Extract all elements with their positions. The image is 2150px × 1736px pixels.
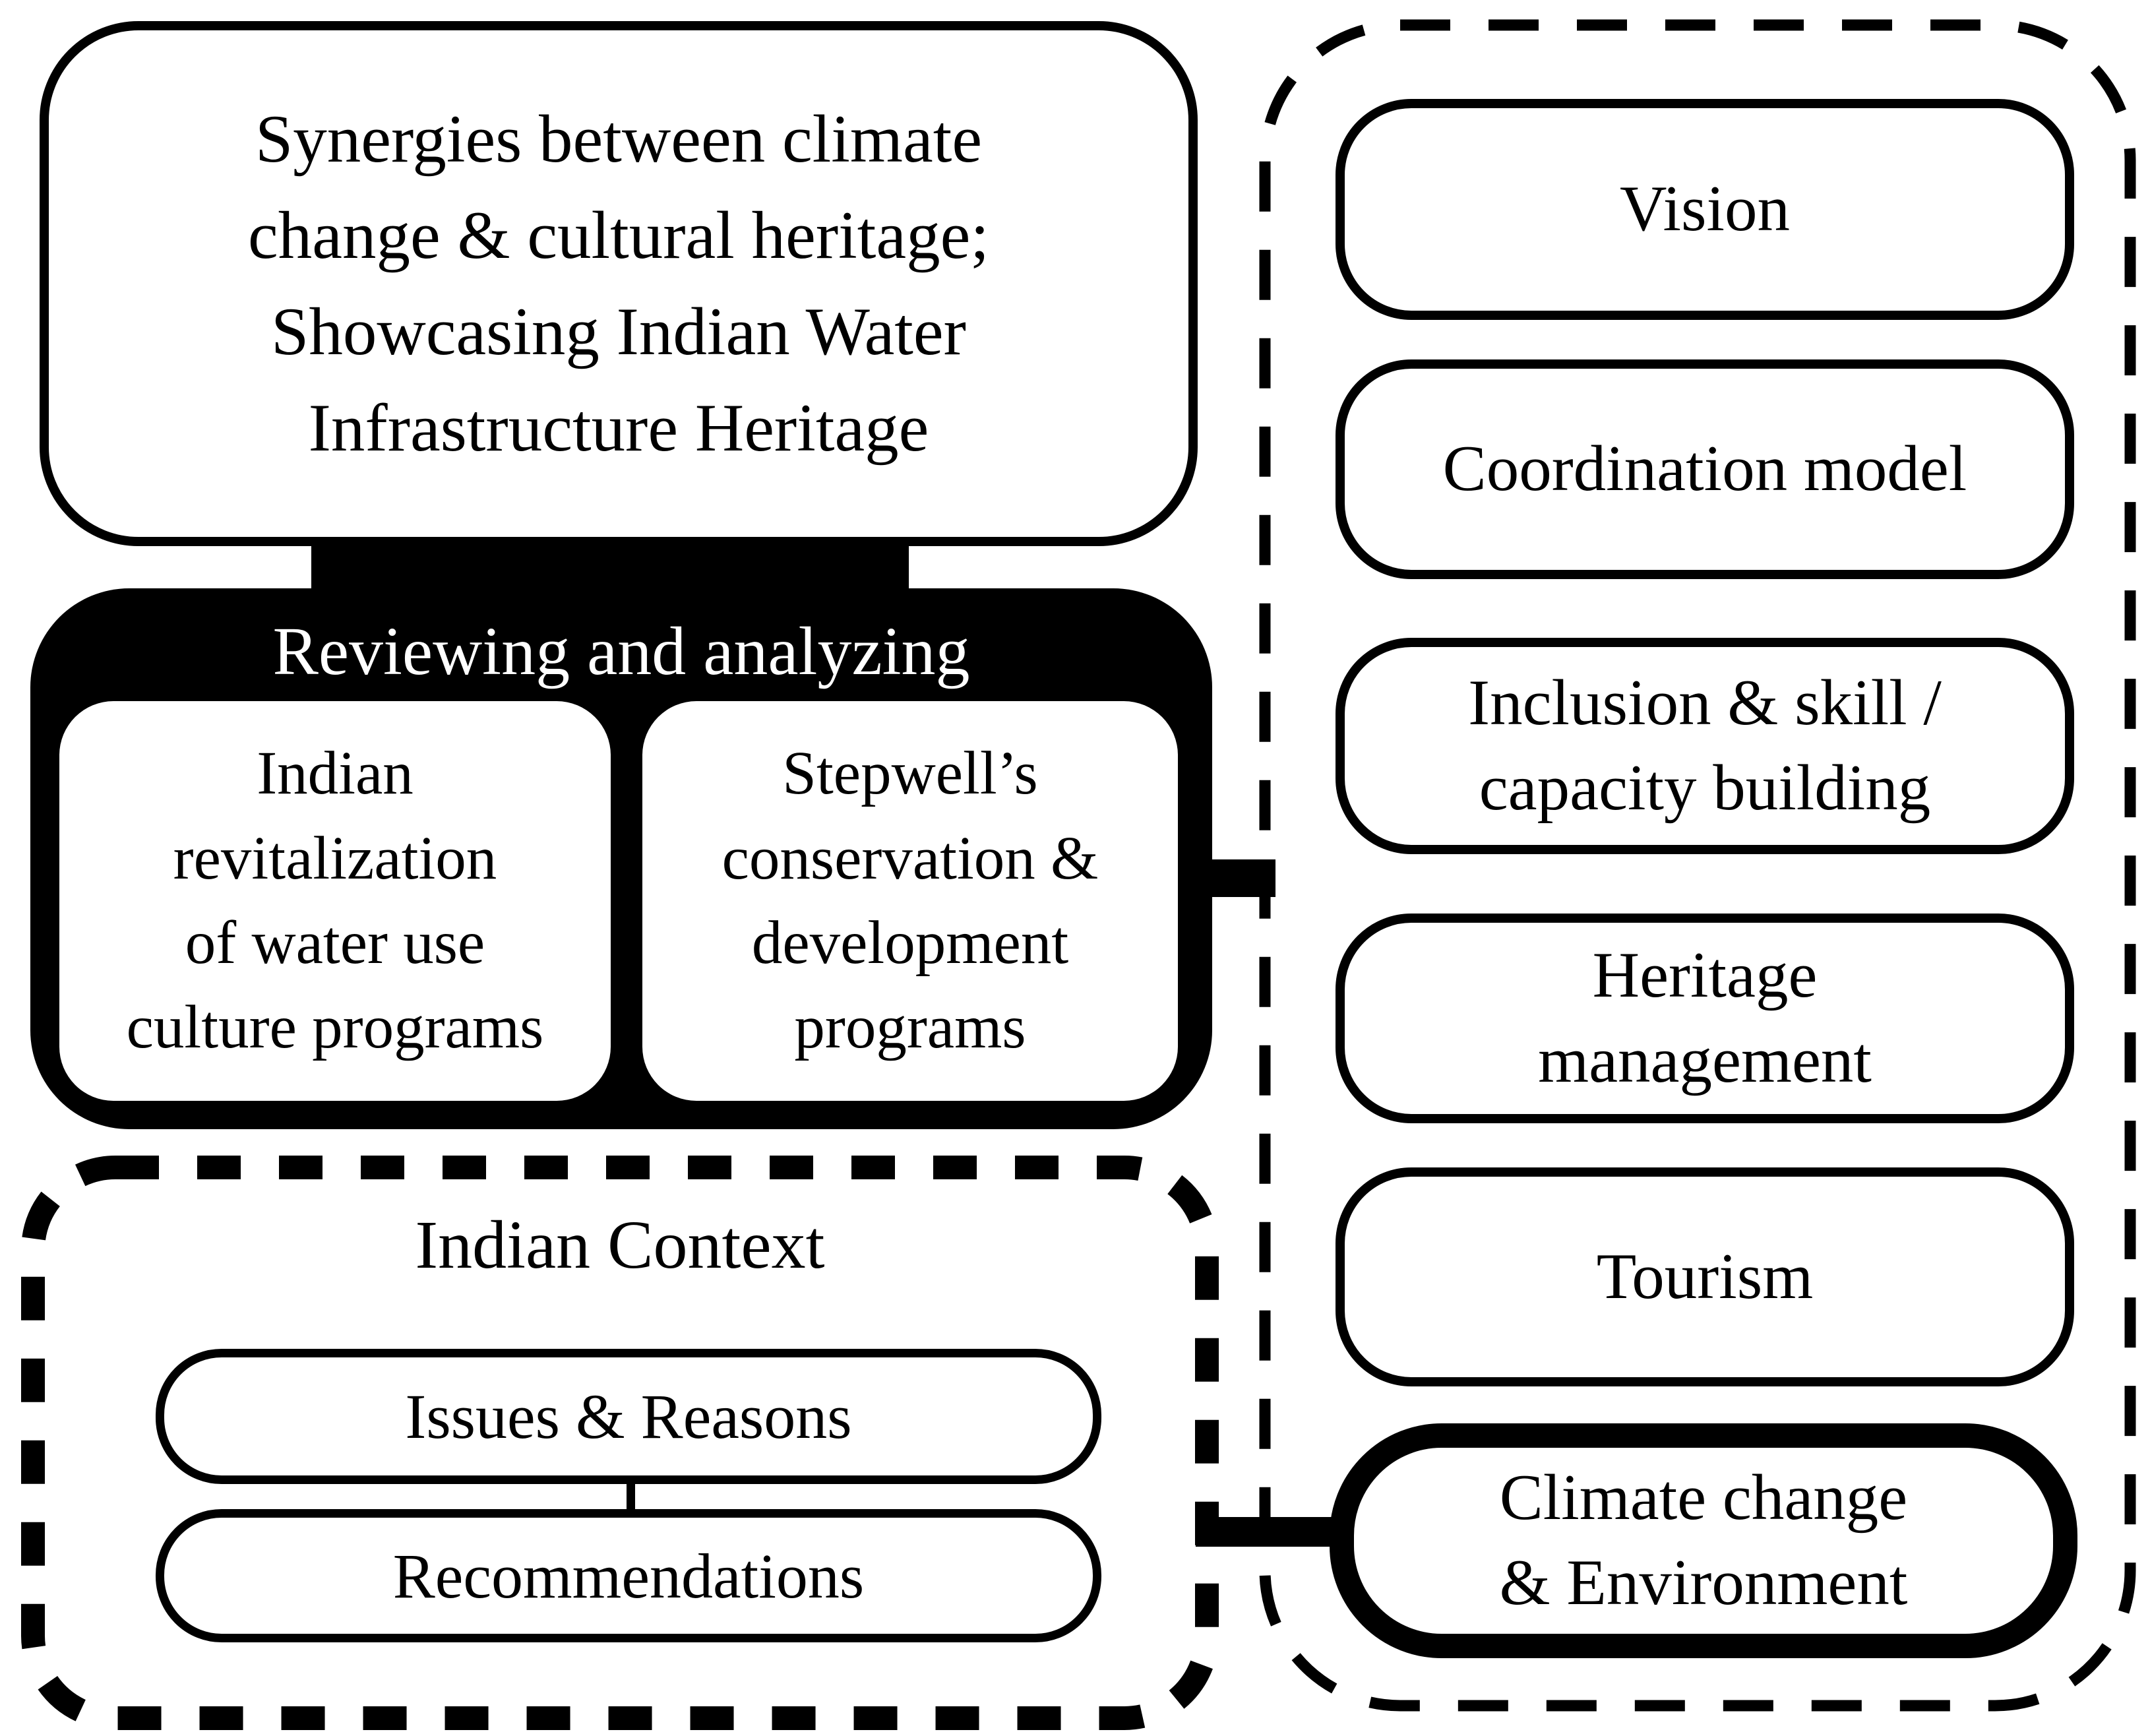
pillar-box-heritage-management: Heritage management: [1336, 914, 2074, 1123]
program-box-stepwell: Stepwell’s conservation & development pr…: [642, 701, 1178, 1101]
pillar-inclusion-skill-text: Inclusion & skill / capacity building: [1468, 667, 1942, 824]
synergies-box: Synergies between climate change & cultu…: [40, 21, 1198, 546]
recommendations-text: Recommendations: [392, 1540, 865, 1611]
indian-context-title-text: Indian Context: [415, 1206, 825, 1283]
connector-synergies-to-reviewing: [311, 541, 909, 596]
program-revitalization-text: Indian revitalization of water use cultu…: [126, 739, 544, 1062]
pillar-box-climate-environment: Climate change & Environment: [1330, 1423, 2077, 1658]
indian-context-title: Indian Context: [33, 1195, 1207, 1294]
issues-reasons-box: Issues & Reasons: [156, 1349, 1101, 1484]
program-stepwell-text: Stepwell’s conservation & development pr…: [722, 739, 1099, 1062]
right-panel-dashed-border: [1259, 19, 2136, 1712]
pillar-box-tourism: Tourism: [1336, 1167, 2074, 1386]
connector-issues-to-recommendations: [627, 1483, 635, 1512]
issues-reasons-text: Issues & Reasons: [405, 1381, 852, 1452]
pillar-box-vision: Vision: [1336, 99, 2074, 320]
pillar-climate-environment-text: Climate change & Environment: [1499, 1462, 1908, 1619]
indian-context-dashed-border: [21, 1156, 1219, 1730]
reviewing-title: Reviewing and analyzing: [30, 602, 1212, 700]
synergies-text: Synergies between climate change & cultu…: [248, 101, 989, 466]
connector-context-to-climate: [1196, 1517, 1337, 1547]
reviewing-title-text: Reviewing and analyzing: [272, 613, 970, 689]
pillar-box-inclusion-skill: Inclusion & skill / capacity building: [1336, 638, 2074, 854]
pillar-box-coordination-model: Coordination model: [1336, 359, 2074, 579]
pillar-vision-text: Vision: [1619, 173, 1791, 245]
pillar-coordination-model-text: Coordination model: [1442, 433, 1967, 505]
program-box-revitalization: Indian revitalization of water use cultu…: [59, 701, 611, 1101]
connector-reviewing-to-right-panel: [1202, 859, 1275, 897]
recommendations-box: Recommendations: [156, 1509, 1101, 1642]
pillar-tourism-text: Tourism: [1596, 1240, 1814, 1313]
pillar-heritage-management-text: Heritage management: [1538, 939, 1872, 1096]
